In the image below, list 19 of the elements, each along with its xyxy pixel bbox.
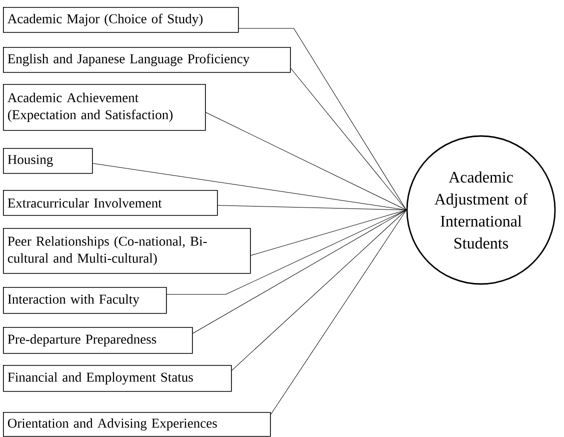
factor-box: Interaction with Faculty	[3, 287, 167, 314]
connector-line	[290, 68, 407, 210]
factor-box: Academic Major (Choice of Study)	[3, 7, 239, 33]
factor-box: Extracurricular Involvement	[3, 190, 218, 216]
connector-line	[270, 210, 407, 415]
factor-box: English and Japanese Language Proficiency	[3, 47, 291, 73]
connector-line	[192, 210, 407, 334]
factor-box: Pre-departure Preparedness	[3, 327, 193, 354]
connector-line	[166, 210, 407, 295]
factor-box: Orientation and Advising Experiences	[3, 412, 271, 437]
factor-box: Financial and Employment Status	[3, 365, 232, 392]
connector-line	[232, 210, 407, 371]
factor-box: Housing	[3, 148, 93, 174]
connector-line	[218, 205, 407, 210]
connector-line	[206, 112, 407, 210]
connector-line	[250, 210, 407, 256]
connector-line	[238, 28, 407, 210]
factor-box: Academic Achievement (Expectation and Satisfaction)	[3, 84, 206, 131]
factor-box: Peer Relationships (Co-national, Bi-cultural and Multi-cultural)	[3, 228, 251, 274]
